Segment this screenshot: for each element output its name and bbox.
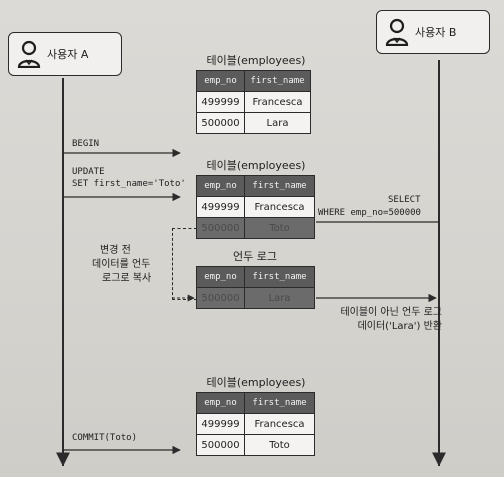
table-row: 500000 Lara [196, 112, 311, 134]
copy-note-line2: 데이터를 언두 [92, 259, 151, 270]
table-cell: Toto [244, 434, 315, 456]
select-label-line1: SELECT [388, 195, 421, 205]
table-cell: 500000 [196, 217, 245, 239]
table-cell: 500000 [196, 434, 245, 456]
table-before-title: 테이블(employees) [206, 54, 306, 67]
copy-note-line1: 변경 전 [100, 245, 131, 256]
begin-label: BEGIN [72, 139, 100, 149]
column-header: emp_no [196, 266, 245, 288]
result-note-line1: 테이블이 아닌 언두 로그 [340, 307, 442, 318]
actor-a: 사용자 A [8, 32, 122, 76]
table-cell: Francesca [244, 413, 315, 435]
table-row: 500000 Lara [196, 287, 315, 309]
table-row: 499999 Francesca [196, 196, 315, 218]
table-cell: Toto [244, 217, 315, 239]
copy-note-line3: 로그로 복사 [102, 273, 152, 284]
table-cell: Francesca [244, 196, 315, 218]
result-note-line2: 데이터('Lara') 반환 [357, 321, 442, 332]
table-header-row: emp_no first_name [196, 266, 315, 288]
table-header-row: emp_no first_name [196, 392, 315, 414]
update-label-line2: SET first_name='Toto' [72, 179, 186, 189]
actor-b-label: 사용자 B [415, 26, 457, 39]
table-during-title: 테이블(employees) [206, 159, 306, 172]
column-header: emp_no [196, 70, 245, 92]
column-header: emp_no [196, 392, 245, 414]
table-row: 500000 Toto [196, 434, 315, 456]
column-header: first_name [244, 266, 315, 288]
user-icon [17, 40, 41, 68]
table-cell: 499999 [196, 413, 245, 435]
update-label-line1: UPDATE [72, 167, 105, 177]
copy-bracket [172, 228, 197, 300]
table-cell: Lara [244, 112, 311, 134]
table-row-updated: 500000 Toto [196, 217, 315, 239]
lifeline-b [438, 60, 440, 466]
table-after: emp_no first_name 499999 Francesca 50000… [196, 392, 315, 456]
undo-log-table: emp_no first_name 500000 Lara [196, 266, 315, 309]
table-cell: Francesca [244, 91, 311, 113]
table-during: emp_no first_name 499999 Francesca 50000… [196, 175, 315, 239]
table-before: emp_no first_name 499999 Francesca 50000… [196, 70, 311, 134]
table-cell: Lara [244, 287, 315, 309]
table-cell: 499999 [196, 196, 245, 218]
table-header-row: emp_no first_name [196, 70, 311, 92]
column-header: first_name [244, 392, 315, 414]
table-after-title: 테이블(employees) [206, 376, 306, 389]
table-header-row: emp_no first_name [196, 175, 315, 197]
commit-label: COMMIT(Toto) [72, 433, 138, 443]
actor-b: 사용자 B [376, 10, 490, 54]
lifeline-a [62, 78, 64, 466]
table-cell: 499999 [196, 91, 245, 113]
table-cell: 500000 [196, 112, 245, 134]
undo-log-title: 언두 로그 [233, 250, 277, 263]
table-row: 499999 Francesca [196, 91, 311, 113]
table-row: 499999 Francesca [196, 413, 315, 435]
column-header: emp_no [196, 175, 245, 197]
select-label-line2: WHERE emp_no=500000 [318, 208, 421, 218]
actor-a-label: 사용자 A [47, 48, 89, 61]
column-header: first_name [244, 70, 311, 92]
user-icon [385, 18, 409, 46]
table-cell: 500000 [196, 287, 245, 309]
column-header: first_name [244, 175, 315, 197]
